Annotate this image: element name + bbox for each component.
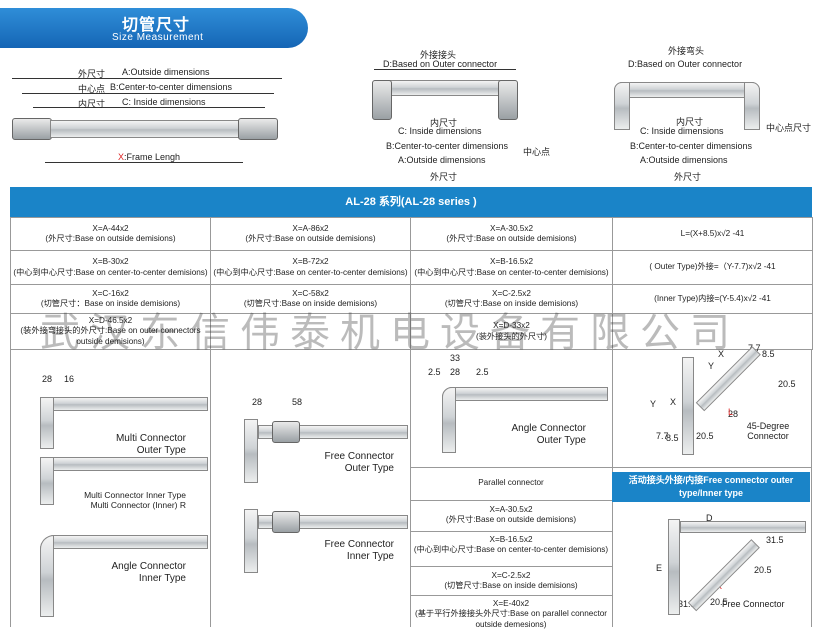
outer-cn: 外尺寸 [78,69,106,79]
table-cell: X=C-2.5x2 (切管尺寸:Base on inside demisions… [444,571,578,591]
table-cell: ( Outer Type)外接=（Y-7.7)x√2 -41 [612,250,813,285]
table-cell: (Inner Type)内接=(Y-5.4)x√2 -41 [612,284,813,314]
dim-label: 20.5 [696,431,714,441]
d3-center-en: B:Center-to-center dimensions [630,141,753,151]
table-row: X=A-44x2 (外尺寸:Base on outside demisions)… [10,217,813,251]
d2-fitting-left [372,80,392,120]
dim-label: 8.5 [666,433,679,443]
end-fitting-left [12,118,52,140]
d3-tube [614,82,760,98]
dim-label: 31.5 [678,599,696,609]
d2-outer-en: A:Outside dimensions [398,155,486,165]
d2-fitting-right [498,80,518,120]
table-cell: X=B-16.5x2 (中心到中心尺寸:Base on center-to-ce… [410,250,613,285]
table-cell: X=A-30.5x2 (外尺寸:Base on outside demision… [445,505,577,525]
multi-outer-label: Multi Connector Outer Type [115,433,186,456]
table-row: X=B-30x2 (中心到中心尺寸:Base on center-to-cent… [10,250,813,285]
dim-label: 8.5 [762,349,775,359]
table-cell: X=B-30x2 (中心到中心尺寸:Base on center-to-cent… [10,250,211,285]
table-cell: X=B-72x2 (中心到中心尺寸:Base on center-to-cent… [210,250,411,285]
table-cell: X=A-86x2 (外尺寸:Base on outside demisions) [210,217,411,251]
d2-tube [372,80,518,96]
d3-title-en: D:Based on Outer connector [628,59,743,69]
parallel-label: Parallel connector [478,478,544,487]
dim-label: 16 [64,374,75,384]
end-fitting-right [238,118,278,140]
table-cell [612,313,813,350]
dim-label: X [670,397,677,407]
free-inner-label: Free Connector Inner Type [324,539,394,562]
frame-x: X [118,152,125,162]
angle-outer-label: Angle Connector Outer Type [511,423,587,446]
dim-label: Y [650,399,657,409]
dim-label: Y [708,361,715,371]
dim-label: 28 [450,367,461,377]
dim-label: D [706,513,713,523]
d3-outer-en: A:Outside dimensions [640,155,728,165]
free-connector-head: 活动接头外接/内接Free connector outer type/Inner… [612,472,810,502]
d3-outer-cn: 外尺寸 [674,172,702,182]
center-cn: 中心点 [78,84,106,94]
dim-label: 28 [42,374,53,384]
d3-center-cn: 中心点尺寸 [766,123,812,133]
table-cell: X=B-16.5x2 (中心到中心尺寸:Base on center-to-ce… [413,535,609,555]
free-outer-label: Free Connector Outer Type [324,451,394,474]
d2-title-en: D:Based on Outer connector [383,59,498,69]
dim-label: 20.5 [710,597,728,607]
dim-label: 28 [252,397,263,407]
d3-title-cn: 外接弯头 [668,46,705,56]
d2-inner-en: C: Inside dimensions [398,126,482,136]
dim-label: 2.5 [428,367,441,377]
dim-label: X [718,349,725,359]
d3-left-leg [614,82,630,130]
dim-label: E [656,563,663,573]
section-title-cn: 切管尺寸 [122,17,191,34]
table-cell: X=A-44x2 (外尺寸:Base on outside demisions) [10,217,211,251]
dim-label: 20.5 [754,565,772,575]
section-header: 切管尺寸 Size Measurement [0,8,308,48]
dim-label: 28 [728,409,739,419]
d2-outer-cn: 外尺寸 [430,172,458,182]
d3-inner-cn: 内尺寸 [676,117,704,127]
series-banner: AL-28 系列(AL-28 series ) [10,187,812,217]
table-cell: X=D-46.5x2 (装外接弯接头的外尺寸:Base on outer con… [10,313,211,350]
table-cell: X=C-2.5x2 (切管尺寸:Base on inside demisions… [410,284,613,314]
table-cell [210,313,411,350]
inner-cn: 内尺寸 [78,99,106,109]
table-row: X=D-46.5x2 (装外接弯接头的外尺寸:Base on outer con… [10,313,813,350]
table-cell: X=A-30.5x2 (外尺寸:Base on outside demision… [410,217,613,251]
center-en: B:Center-to-center dimensions [110,82,233,92]
d2-center-en: B:Center-to-center dimensions [386,141,509,151]
table-cell: X=D-33x2 (装外接头的外尺寸) [410,313,613,350]
d2-center-cn: 中心点 [523,147,551,157]
inner-en: C: Inside dimensions [122,97,206,107]
d2-title-cn: 外接接头 [420,50,457,60]
dim-label: 58 [292,397,303,407]
table-cell: X=E-40x2 (基于平行外接接头外尺寸:Base on parallel c… [414,599,607,629]
length-l: L [728,407,734,417]
d3-right-leg [744,82,760,130]
d3-inner-en: C: Inside dimensions [640,126,724,136]
dim-label: 31.5 [766,535,784,545]
table-cell: L=(X+8.5)x√2 -41 [612,217,813,251]
tube [50,120,240,138]
watermark: 武汉东信伟泰机电设备有限公司 [40,310,740,356]
frame-length: :Frame Lengh [124,152,181,162]
formula-table: X=A-44x2 (外尺寸:Base on outside demisions)… [10,217,813,350]
section-title-en: Size Measurement [112,32,204,43]
d2-inner-cn: 内尺寸 [430,118,458,128]
dim-label: 33 [450,353,461,363]
table-row: X=C-16x2 (切管尺寸：Base on inside demisions)… [10,284,813,314]
dim-label: 2.5 [476,367,489,377]
deg45-label: 45-Degree Connector [746,421,790,442]
dim-label: 7.7 [656,431,669,441]
multi-inner-label: Multi Connector Inner Type Multi Connect… [84,490,186,510]
free-connector-label: Free Connector [722,599,785,609]
connector-grid: 28 16 Multi Connector Outer Type Multi C… [10,343,812,629]
dim-label: 20.5 [778,379,796,389]
outer-en: A:Outside dimensions [122,67,210,77]
angle-inner-label: Angle Connector Inner Type [111,561,187,584]
